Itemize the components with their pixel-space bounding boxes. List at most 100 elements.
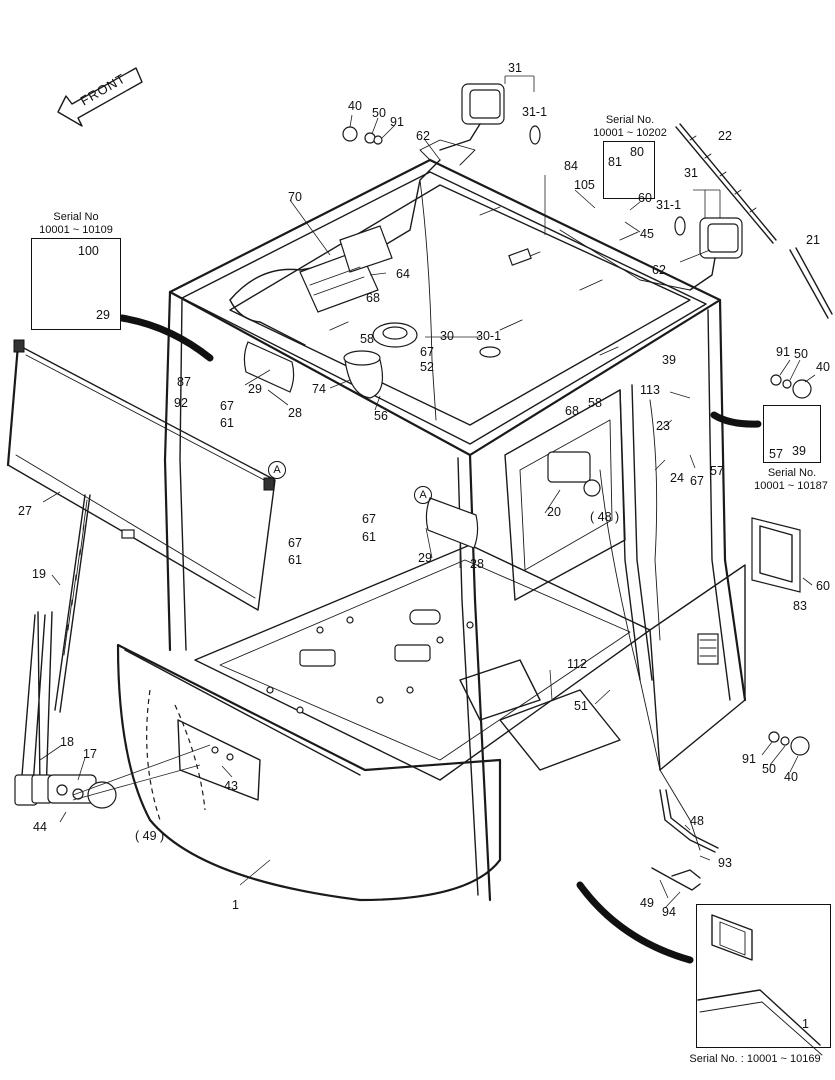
callout-60-right: 60 xyxy=(816,579,830,593)
callout-61-c: 61 xyxy=(288,553,302,567)
callout-49-paren: ( 49 ) xyxy=(135,829,165,843)
wiper-arms xyxy=(14,611,53,806)
callout-113: 113 xyxy=(640,383,660,397)
inset-box-bottom-right xyxy=(696,904,831,1048)
inset-box-top-left xyxy=(31,238,121,330)
wiring-harness xyxy=(229,159,701,851)
marker-a-left: A xyxy=(268,461,286,479)
inset-mid-right-part-39: 39 xyxy=(792,444,806,458)
callout-67-d: 67 xyxy=(362,512,376,526)
callout-112: 112 xyxy=(567,657,587,671)
roof-structure xyxy=(168,139,722,457)
callout-68-mid: 68 xyxy=(565,404,579,418)
callout-91-top: 91 xyxy=(390,115,404,129)
front-lower-shell xyxy=(116,643,502,902)
callout-1: 1 xyxy=(232,898,239,912)
seal-frame xyxy=(751,517,801,593)
inset-bottom-right-caption: Serial No. : 10001 ~ 10169 xyxy=(689,1053,821,1065)
callout-48-paren: ( 48 ) xyxy=(590,510,620,524)
callout-19: 19 xyxy=(32,567,46,581)
radio-unit xyxy=(299,225,393,313)
mirror-left xyxy=(243,341,295,393)
callout-29-a: 29 xyxy=(248,382,262,396)
inset-top-left-title1: Serial No xyxy=(53,211,99,223)
callout-44: 44 xyxy=(33,820,47,834)
inset-top-right-part-81: 81 xyxy=(608,155,622,169)
wiper-motor xyxy=(47,774,117,809)
callout-40-low: 40 xyxy=(784,770,798,784)
inset-box-top-right xyxy=(603,141,655,199)
callout-93: 93 xyxy=(718,856,732,870)
callout-58-mid: 58 xyxy=(588,396,602,410)
inset-top-left-part-100: 100 xyxy=(78,244,99,258)
inset-mid-right-title1: Serial No. xyxy=(767,467,817,479)
rear-wiper xyxy=(675,123,833,319)
inset-mid-right-part-57: 57 xyxy=(769,447,783,461)
callout-21: 21 xyxy=(806,233,820,247)
callout-43: 43 xyxy=(224,779,238,793)
callout-62-right: 62 xyxy=(652,263,666,277)
callout-20: 20 xyxy=(547,505,561,519)
callout-92: 92 xyxy=(174,396,188,410)
callout-67-e: 67 xyxy=(288,536,302,550)
inset-top-left-part-29: 29 xyxy=(96,308,110,322)
callout-94: 94 xyxy=(662,905,676,919)
callout-68-top: 68 xyxy=(366,291,380,305)
lower-bracket xyxy=(651,789,719,891)
callout-91-low: 91 xyxy=(742,752,756,766)
callout-49: 49 xyxy=(640,896,654,910)
callout-58-top: 58 xyxy=(360,332,374,346)
callout-31-1-top: 31-1 xyxy=(522,105,548,119)
callout-22: 22 xyxy=(718,129,732,143)
callout-29-b: 29 xyxy=(418,551,432,565)
bulb-icon xyxy=(529,125,686,236)
callout-31-right: 31 xyxy=(684,166,698,180)
callout-84: 84 xyxy=(564,159,578,173)
callout-91-right: 91 xyxy=(776,345,790,359)
rear-wiper-motor xyxy=(547,451,601,497)
inset-mid-right-title2: 10001 ~ 10187 xyxy=(754,480,828,492)
front-wiper-blade xyxy=(54,494,91,713)
inset-box-mid-right xyxy=(763,405,821,463)
speaker xyxy=(343,350,383,399)
callout-57: 57 xyxy=(710,464,724,478)
inset-top-right-part-80: 80 xyxy=(630,145,644,159)
callout-50-right: 50 xyxy=(794,347,808,361)
callout-30-1: 30-1 xyxy=(476,329,502,343)
front-arrow-icon xyxy=(57,67,143,127)
callout-45: 45 xyxy=(640,227,654,241)
right-side-panel xyxy=(649,564,746,771)
callout-61-a: 61 xyxy=(220,416,234,430)
callout-23: 23 xyxy=(656,419,670,433)
rear-window-frame xyxy=(504,389,626,601)
callout-56: 56 xyxy=(374,409,388,423)
callout-31-1-right: 31-1 xyxy=(656,198,682,212)
callout-40-right: 40 xyxy=(816,360,830,374)
callout-64: 64 xyxy=(396,267,410,281)
callout-52: 52 xyxy=(420,360,434,374)
callout-74: 74 xyxy=(312,382,326,396)
callout-51: 51 xyxy=(574,699,588,713)
callout-83: 83 xyxy=(793,599,807,613)
callout-67-b: 67 xyxy=(220,399,234,413)
marker-a-mid: A xyxy=(414,486,432,504)
callout-50-low: 50 xyxy=(762,762,776,776)
inset-top-right-title2: 10001 ~ 10202 xyxy=(593,127,667,139)
mirror-right xyxy=(425,497,479,549)
callout-67-a: 67 xyxy=(420,345,434,359)
callout-28-b: 28 xyxy=(470,557,484,571)
callout-24: 24 xyxy=(670,471,684,485)
work-lamp-front xyxy=(439,83,505,151)
dome-light xyxy=(372,322,501,358)
inset-callout-arcs xyxy=(118,314,762,964)
callout-60-top: 60 xyxy=(638,191,652,205)
inset-bottom-right-parts xyxy=(697,914,823,1056)
callout-28-a: 28 xyxy=(288,406,302,420)
callout-30: 30 xyxy=(440,329,454,343)
callout-67-c: 67 xyxy=(690,474,704,488)
inset-top-right-title1: Serial No. xyxy=(605,114,655,126)
knob-right xyxy=(770,374,812,399)
knob-top xyxy=(342,126,383,145)
callout-62-top: 62 xyxy=(416,129,430,143)
